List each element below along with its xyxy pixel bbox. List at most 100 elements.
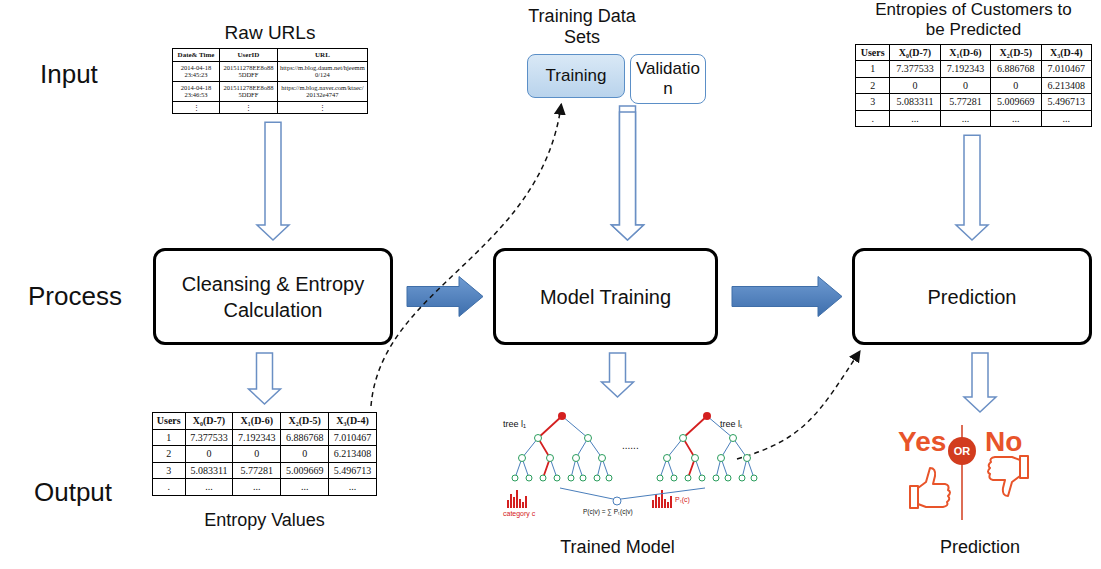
table-cell: 5.083311 <box>185 462 233 479</box>
training-box: Training <box>527 54 625 98</box>
table-row: 35.0833115.772815.0096695.496713 <box>856 94 1092 111</box>
table-cell: 0 <box>185 446 233 463</box>
hollow-arrow <box>249 353 281 404</box>
yes-text: Yes <box>898 426 946 458</box>
table-cell: ... <box>185 479 233 496</box>
table-cell: 1 <box>856 61 890 78</box>
table-cell: ⋮ <box>173 101 220 113</box>
hollow-arrow <box>956 135 988 240</box>
box-text-wrap: Prediction <box>928 284 1017 310</box>
header-cell: Date& Time <box>173 48 220 61</box>
table-cell: ... <box>991 110 1041 127</box>
box-text-wrap: OR <box>954 445 971 457</box>
table-cell: 6.886768 <box>281 429 329 446</box>
row-label: Input <box>40 60 98 90</box>
table-cell: 0 <box>233 446 281 463</box>
header-cell: X₁(D-6) <box>940 44 990 61</box>
header-cell: X₃(D-4) <box>329 413 377 430</box>
table-cell: https://m.blog.naver.com/ktaec/20132e474… <box>277 81 367 101</box>
ellipsis: ...... <box>622 440 639 452</box>
probability-label: Pₜ(c) <box>675 496 690 504</box>
table-cell: ... <box>1041 110 1091 127</box>
hollow-arrow <box>612 106 644 240</box>
table-cell: 5.496713 <box>1041 94 1091 111</box>
trained-model-figure: Trained Model <box>500 405 735 525</box>
path-shape <box>988 457 1020 496</box>
data-table: Date& TimeUserIDURL2014-04-18 23:45:2320… <box>172 48 368 114</box>
header-cell: X₀(D-7) <box>890 44 940 61</box>
path-shape <box>918 468 950 507</box>
table-cell: 5.496713 <box>329 462 377 479</box>
table-cell: 5.77281 <box>940 94 990 111</box>
table-row: ............. <box>153 479 377 496</box>
table-cell: 1 <box>153 429 186 446</box>
row-label: Process <box>28 282 122 312</box>
tree-label: tree l₁ <box>503 419 526 429</box>
table-cell: ⋮ <box>220 101 278 113</box>
header-cell: UserID <box>220 48 278 61</box>
table-row: UsersX₀(D-7)X₁(D-6)X₂(D-5)X₃(D-4) <box>856 44 1092 61</box>
table-cell: 6.886768 <box>991 61 1041 78</box>
table-heading: Raw URLs <box>172 22 368 45</box>
header-cell: Users <box>856 44 890 61</box>
box-text-wrap: Model Training <box>540 284 671 310</box>
formula: P(c|v) = ∑ Pₜ(c|v) <box>583 508 633 515</box>
table-row: Date& TimeUserIDURL <box>173 48 368 61</box>
path-shape <box>1020 456 1028 478</box>
section-heading: Training Data Sets <box>527 6 637 47</box>
box-label: Prediction <box>928 284 1017 310</box>
table-cell: 6.213408 <box>329 446 377 463</box>
table-cell: 0 <box>281 446 329 463</box>
table-row: 2014-04-18 23:46:53201511278EE8o885DDFFh… <box>173 81 368 101</box>
tree-ensemble <box>507 412 757 508</box>
table-cell: 2 <box>856 77 890 94</box>
g-shape <box>910 456 1028 508</box>
table-cell: 7.192343 <box>940 61 990 78</box>
table-heading: Entropies of Customers to be Predicted <box>874 0 1074 41</box>
or-text: OR <box>954 445 971 457</box>
table-cell: . <box>856 110 890 127</box>
line-shape <box>621 488 705 499</box>
header-cell: X₃(D-4) <box>1041 44 1091 61</box>
or-circle: OR <box>948 437 976 465</box>
table-row: 2014-04-18 23:45:23201511278EE8o885DDFFh… <box>173 61 368 81</box>
table-cell: 5.009669 <box>991 94 1041 111</box>
dashed-connector <box>737 351 860 459</box>
table-cell: 0 <box>940 77 990 94</box>
figure-caption: Prediction <box>860 537 1100 558</box>
row-label: Output <box>34 478 112 508</box>
table-row: ⋮⋮⋮ <box>173 101 368 113</box>
table-cell: ... <box>233 479 281 496</box>
hollow-arrow <box>602 353 634 397</box>
table-row: 20006.213408 <box>153 446 377 463</box>
table-cell: 3 <box>856 94 890 111</box>
table-cell: https://m.blog.daum.net/hjeemm0/124 <box>277 61 367 81</box>
table-cell: 5.009669 <box>281 462 329 479</box>
table-cell: ... <box>890 110 940 127</box>
decision-tree <box>652 412 757 508</box>
header-cell: X₂(D-5) <box>281 413 329 430</box>
box-label: Model Training <box>540 284 671 310</box>
table-cell: . <box>153 479 186 496</box>
header-cell: X₂(D-5) <box>991 44 1041 61</box>
table-row: 17.3775337.1923436.8867687.010467 <box>153 429 377 446</box>
table-cell: 0 <box>991 77 1041 94</box>
circle-shape <box>613 497 621 505</box>
flow-arrow <box>732 277 842 317</box>
hollow-arrow <box>257 122 289 240</box>
table-cell: ... <box>329 479 377 496</box>
prediction-input-table: Entropies of Customers to be PredictedUs… <box>855 0 1092 127</box>
table-heading: Entropy Values <box>152 510 377 532</box>
table-row: UsersX₀(D-7)X₁(D-6)X₂(D-5)X₃(D-4) <box>153 413 377 430</box>
box-label: Training <box>546 66 607 86</box>
header-cell: URL <box>277 48 367 61</box>
table-cell: 6.213408 <box>1041 77 1091 94</box>
table-cell: ... <box>940 110 990 127</box>
table-cell: 2014-04-18 23:46:53 <box>173 81 220 101</box>
table-row: 20006.213408 <box>856 77 1092 94</box>
no-text: No <box>985 426 1022 458</box>
hollow-arrow <box>612 112 644 240</box>
process-box: Model Training <box>493 248 718 345</box>
